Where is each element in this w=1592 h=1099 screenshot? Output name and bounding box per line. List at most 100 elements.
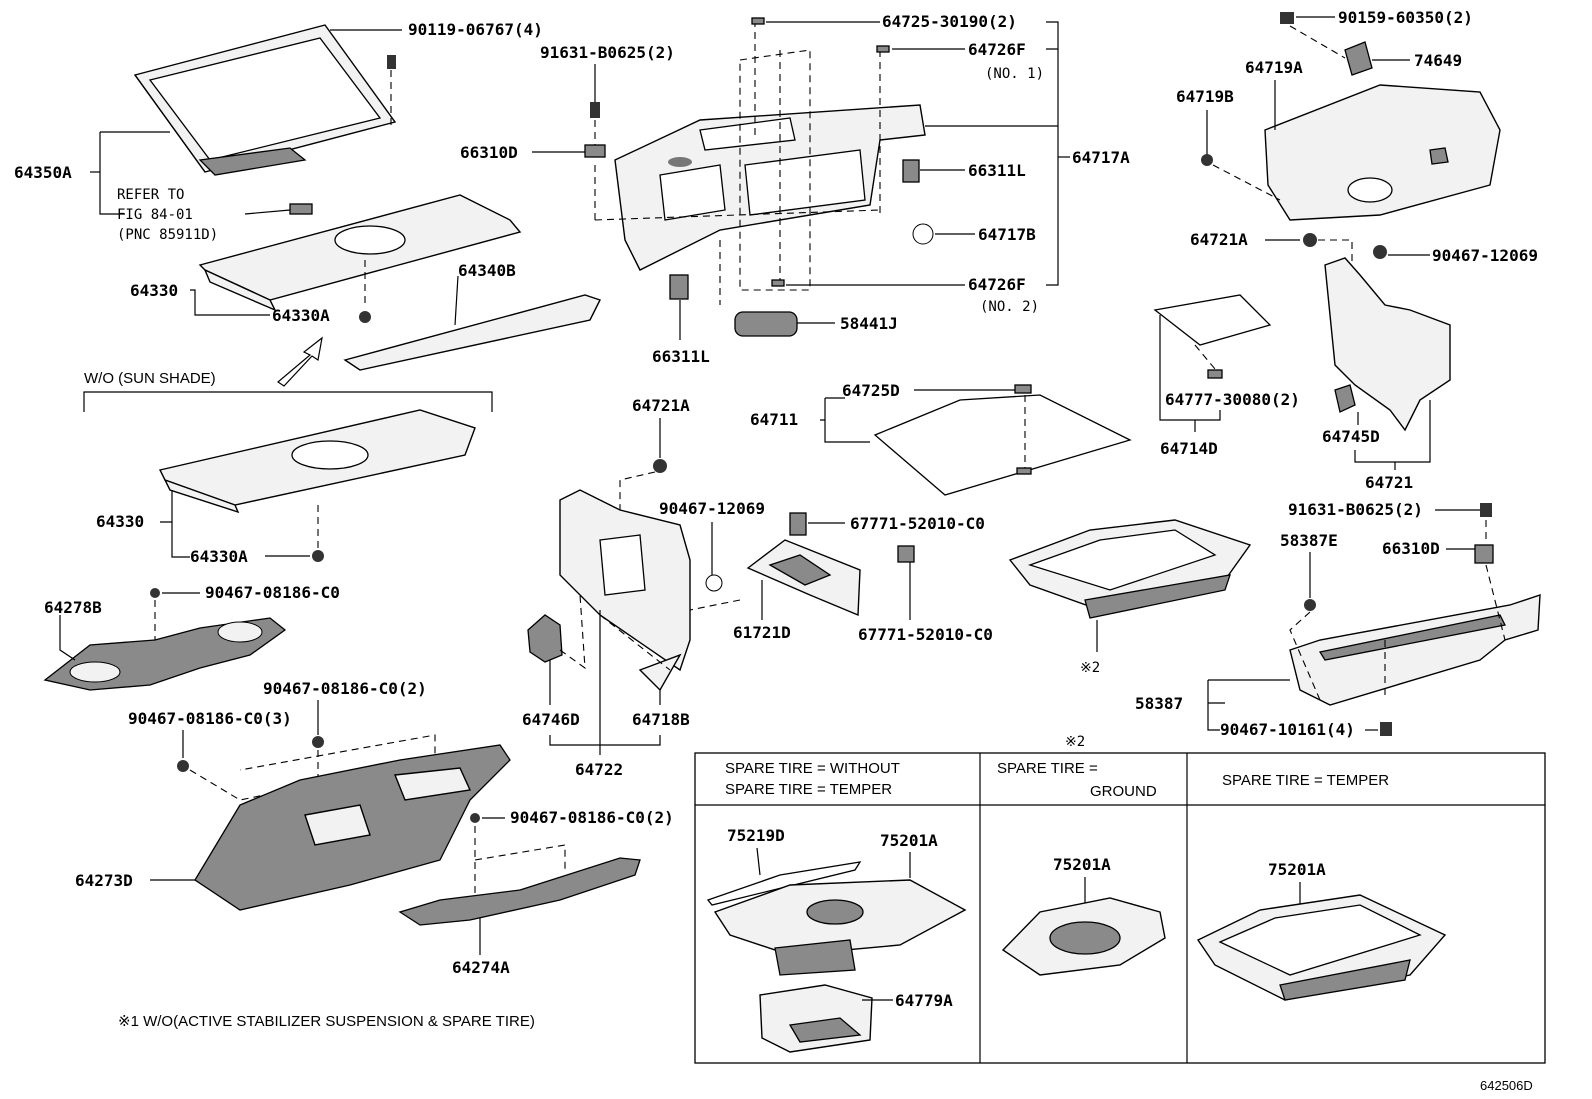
refer-text-line2[interactable]: FIG 84-01	[117, 207, 193, 223]
label-64714D[interactable]: 64714D	[1160, 439, 1218, 458]
trim-panel-64340B	[343, 294, 601, 371]
label-58441J[interactable]: 58441J	[840, 314, 898, 333]
clip-icon	[289, 203, 313, 215]
label-66311L-right[interactable]: 66311L	[968, 161, 1026, 180]
label-64718B[interactable]: 64718B	[632, 710, 690, 729]
label-64726F-no2[interactable]: 64726F	[968, 275, 1026, 294]
clip-icon	[584, 144, 606, 158]
label-67771-52010-a[interactable]: 67771-52010-C0	[850, 514, 985, 533]
package-tray-lower	[158, 409, 476, 514]
clip-icon	[653, 459, 667, 473]
label-90467-08186-3[interactable]: 90467-08186-C0(3)	[128, 709, 292, 728]
label-91631-B0625-right[interactable]: 91631-B0625(2)	[1288, 500, 1423, 519]
label-64721A-right[interactable]: 64721A	[1190, 230, 1248, 249]
label-74649[interactable]: 74649	[1414, 51, 1462, 70]
clip-icon	[902, 159, 920, 183]
label-61721D[interactable]: 61721D	[733, 623, 791, 642]
label-64330-mid[interactable]: 64330	[96, 512, 144, 531]
label-64721[interactable]: 64721	[1365, 473, 1413, 492]
label-64711[interactable]: 64711	[750, 410, 798, 429]
label-64722[interactable]: 64722	[575, 760, 623, 779]
label-90467-08186-2b[interactable]: 90467-08186-C0(2)	[510, 808, 674, 827]
col3-header: SPARE TIRE = TEMPER	[1222, 772, 1389, 789]
clip-icon	[876, 45, 890, 53]
label-64717A[interactable]: 64717A	[1072, 148, 1130, 167]
cover-64746D	[527, 614, 563, 663]
diagram-id: 642506D	[1480, 1078, 1533, 1093]
clip-icon	[669, 274, 689, 300]
label-64725-30190[interactable]: 64725-30190(2)	[882, 12, 1017, 31]
clip-icon	[897, 545, 915, 563]
clip-icon	[1304, 599, 1316, 611]
label-64725D[interactable]: 64725D	[842, 381, 900, 400]
label-67771-52010-b[interactable]: 67771-52010-C0	[858, 625, 993, 644]
label-58387[interactable]: 58387	[1135, 694, 1183, 713]
label-64340B[interactable]: 64340B	[458, 261, 516, 280]
clip-icon	[771, 279, 785, 287]
label-64330A-mid[interactable]: 64330A	[190, 547, 248, 566]
screw-icon	[1480, 503, 1492, 517]
board-64714D	[1153, 294, 1272, 346]
label-66310D-right[interactable]: 66310D	[1382, 539, 1440, 558]
insulator-64274A	[398, 857, 641, 926]
label-64721A-mid[interactable]: 64721A	[632, 396, 690, 415]
clip-icon	[312, 550, 324, 562]
label-75201A-col2[interactable]: 75201A	[1053, 855, 1111, 874]
col2-header-line2: GROUND	[1090, 783, 1157, 800]
label-64745D[interactable]: 64745D	[1322, 427, 1380, 446]
label-90467-12069-mid[interactable]: 90467-12069	[659, 499, 765, 518]
clip-74649	[1344, 41, 1373, 76]
tray-mark-2: ※2	[1080, 660, 1100, 676]
label-91631-B0625-left[interactable]: 91631-B0625(2)	[540, 43, 675, 62]
label-64719B[interactable]: 64719B	[1176, 87, 1234, 106]
label-64278B[interactable]: 64278B	[44, 598, 102, 617]
clip-icon	[1474, 544, 1494, 564]
trunk-rear-panel-64717A	[614, 104, 926, 271]
refer-text-line3: (PNC 85911D)	[117, 227, 218, 243]
label-75201A-col3[interactable]: 75201A	[1268, 860, 1326, 879]
screw-icon	[590, 102, 600, 118]
label-75219D[interactable]: 75219D	[727, 826, 785, 845]
label-90119-06767[interactable]: 90119-06767(4)	[408, 20, 543, 39]
label-64777-30080[interactable]: 64777-30080(2)	[1165, 390, 1300, 409]
col2-header-line1: SPARE TIRE =	[997, 760, 1098, 777]
label-58387E[interactable]: 58387E	[1280, 531, 1338, 550]
clip-icon	[359, 311, 371, 323]
bracket-61721D	[746, 539, 861, 617]
label-64330-upper[interactable]: 64330	[130, 281, 178, 300]
label-66311L-bottom[interactable]: 66311L	[652, 347, 710, 366]
label-90159-60350[interactable]: 90159-60350(2)	[1338, 8, 1473, 27]
clip-icon	[1373, 245, 1387, 259]
trunk-lid-trim-64719A	[1264, 84, 1501, 221]
sun-shade-part	[133, 24, 397, 176]
label-90467-08186-2a[interactable]: 90467-08186-C0(2)	[263, 679, 427, 698]
label-90467-12069-right[interactable]: 90467-12069	[1432, 246, 1538, 265]
label-64717B[interactable]: 64717B	[978, 225, 1036, 244]
label-64726F-no1[interactable]: 64726F	[968, 40, 1026, 59]
label-90467-08186[interactable]: 90467-08186-C0	[205, 583, 340, 602]
cover-58441J	[734, 311, 798, 337]
arrow-icon	[277, 336, 323, 387]
label-75201A-col1[interactable]: 75201A	[880, 831, 938, 850]
screw-icon	[1380, 722, 1392, 736]
label-64330A-upper[interactable]: 64330A	[272, 306, 330, 325]
label-64719A[interactable]: 64719A	[1245, 58, 1303, 77]
label-64746D[interactable]: 64746D	[522, 710, 580, 729]
clip-icon	[177, 760, 189, 772]
label-64779A[interactable]: 64779A	[895, 991, 953, 1010]
label-66310D-left[interactable]: 66310D	[460, 143, 518, 162]
label-64350A[interactable]: 64350A	[14, 163, 72, 182]
storage-tray	[1008, 519, 1252, 619]
label-64273D[interactable]: 64273D	[75, 871, 133, 890]
spare-tire-table: ※2 SPARE TIRE = WITHOUT SPARE TIRE = TEM…	[694, 734, 1546, 1064]
label-64274A[interactable]: 64274A	[452, 958, 510, 977]
package-tray-upper	[198, 194, 522, 312]
refer-text-line1: REFER TO	[117, 187, 184, 203]
screw-icon	[1280, 12, 1294, 24]
table-mark-2: ※2	[1065, 734, 1085, 750]
clip-icon	[312, 736, 324, 748]
clip-icon	[150, 588, 160, 598]
label-90467-10161[interactable]: 90467-10161(4)	[1220, 720, 1355, 739]
footnote-1: ※1 W/O(ACTIVE STABILIZER SUSPENSION & SP…	[118, 1013, 535, 1030]
